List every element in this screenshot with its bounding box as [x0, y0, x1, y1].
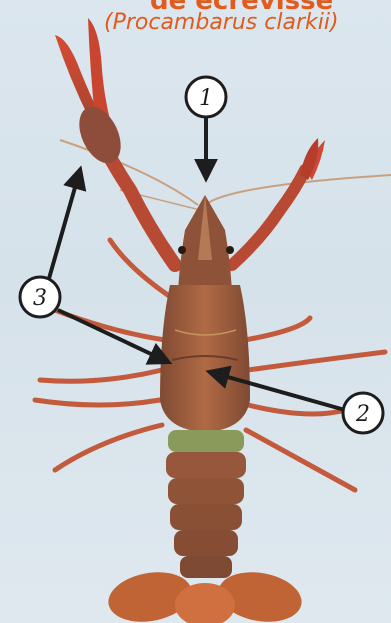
left-walking-legs	[30, 300, 165, 470]
marker-1: 1	[186, 77, 226, 117]
marker-3-label: 3	[33, 286, 47, 311]
carapace	[160, 285, 250, 432]
marker-3: 3	[20, 277, 60, 317]
left-claw	[55, 18, 175, 265]
arrow-marker-3-upper	[48, 170, 80, 282]
marker-1-label: 1	[199, 86, 213, 111]
marker-2-label: 2	[355, 402, 370, 427]
crayfish-head	[178, 195, 234, 290]
abdomen	[166, 430, 246, 578]
marker-2: 2	[343, 393, 383, 433]
